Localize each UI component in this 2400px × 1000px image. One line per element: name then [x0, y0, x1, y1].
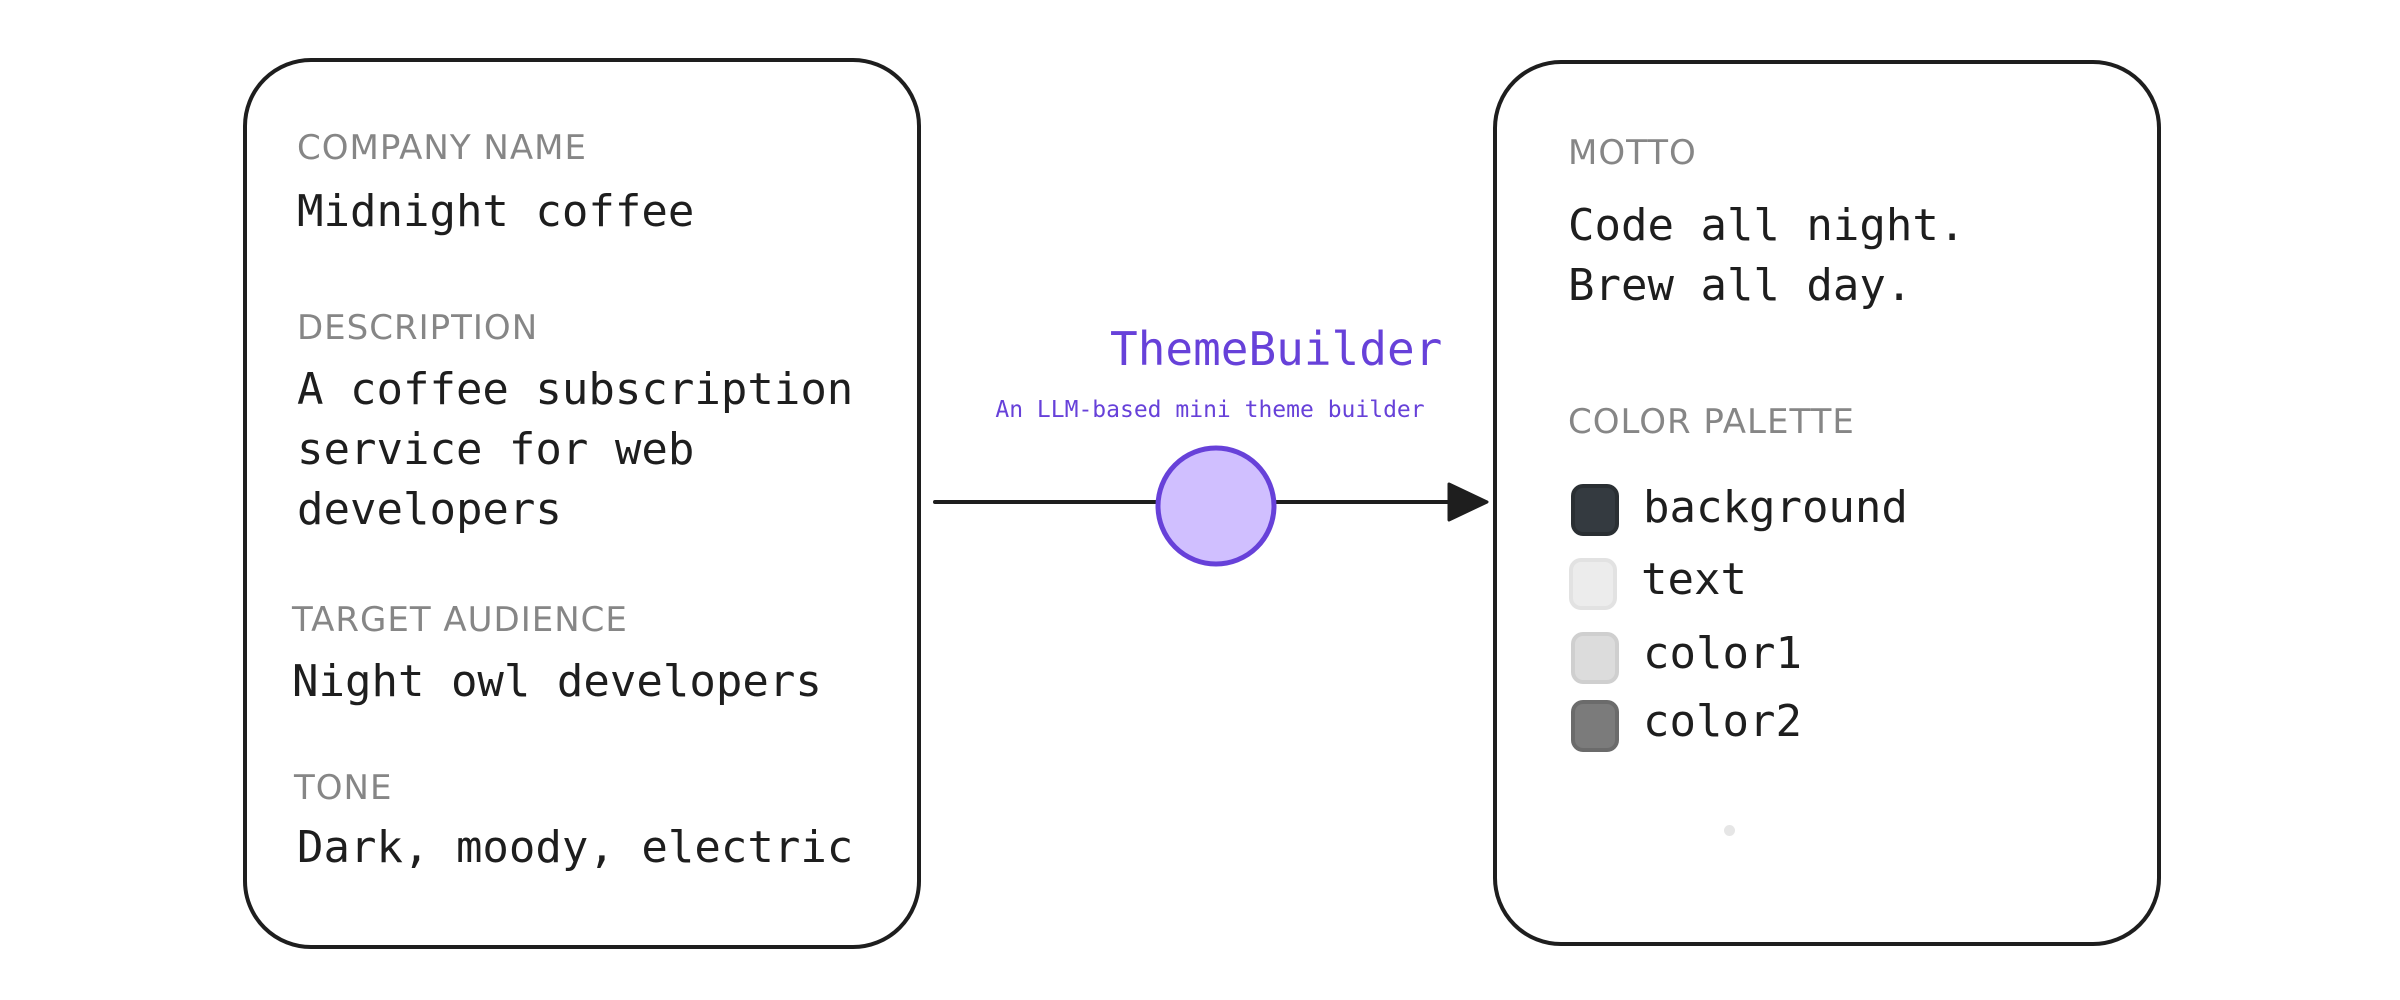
- description-value-line-2: service for web: [297, 424, 695, 475]
- tone-value: Dark, moody, electric: [297, 822, 854, 873]
- swatch-label-color2: color2: [1643, 696, 1802, 747]
- description-value-line-3: developers: [297, 484, 562, 535]
- theme-builder-subtitle: An LLM-based mini theme builder: [995, 397, 1425, 423]
- motto-line-1: Code all night.: [1568, 200, 1966, 251]
- description-label: DESCRIPTION: [297, 308, 539, 348]
- input-card: [243, 58, 921, 949]
- target-audience-value: Night owl developers: [292, 656, 822, 707]
- swatch-background: [1571, 484, 1619, 536]
- swatch-label-text: text: [1641, 554, 1747, 605]
- description-value-line-1: A coffee subscription: [297, 364, 854, 415]
- theme-builder-node: [1155, 445, 1277, 567]
- color-palette-label: COLOR PALETTE: [1568, 402, 1855, 442]
- flow-arrowhead: [1447, 482, 1489, 522]
- target-audience-label: TARGET AUDIENCE: [292, 600, 628, 640]
- swatch-label-background: background: [1643, 482, 1908, 533]
- swatch-label-color1: color1: [1643, 628, 1802, 679]
- motto-line-2: Brew all day.: [1568, 260, 1913, 311]
- stray-dot: [1724, 825, 1735, 836]
- motto-label: MOTTO: [1568, 133, 1697, 173]
- company-name-label: COMPANY NAME: [297, 128, 587, 168]
- swatch-text: [1569, 558, 1617, 610]
- swatch-color2: [1571, 700, 1619, 752]
- tone-label: TONE: [294, 768, 393, 808]
- theme-builder-title: ThemeBuilder: [1110, 322, 1443, 376]
- company-name-value: Midnight coffee: [297, 186, 695, 237]
- swatch-color1: [1571, 632, 1619, 684]
